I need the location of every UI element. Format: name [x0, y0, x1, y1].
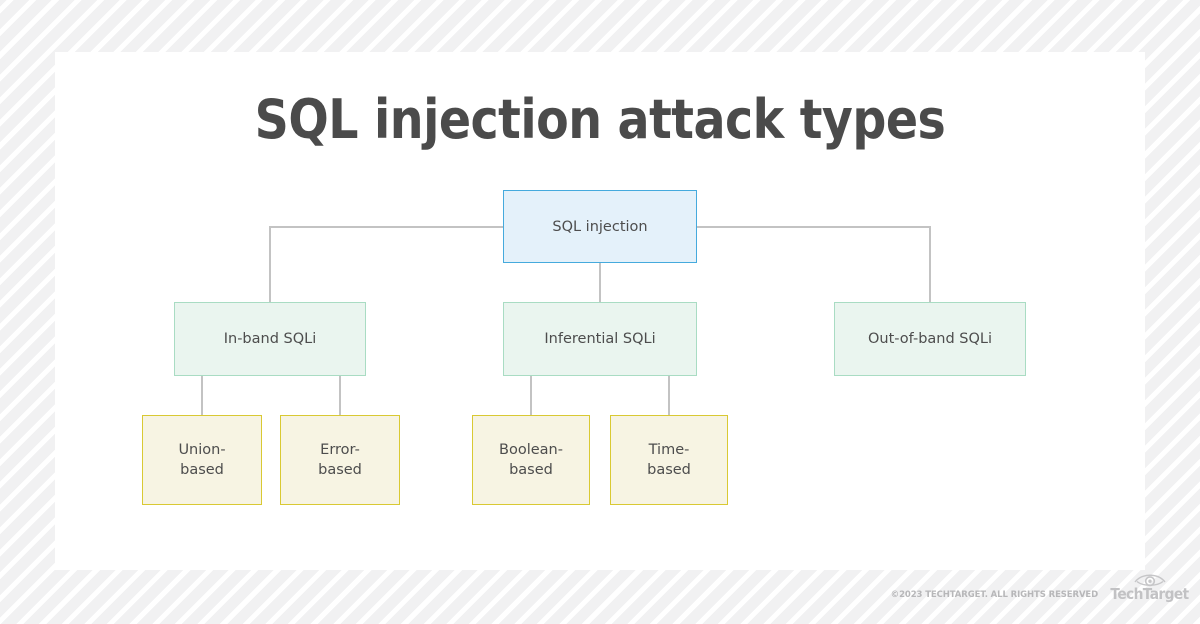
connector-root-to-out-of-band-vertical: [929, 226, 931, 303]
node-in-band-sqli: In-band SQLi: [174, 302, 366, 376]
node-label: Boolean- based: [493, 440, 569, 480]
node-sql-injection: SQL injection: [503, 190, 697, 263]
node-label: SQL injection: [552, 218, 648, 235]
node-label: Error- based: [312, 440, 368, 480]
node-label: Out-of-band SQLi: [867, 331, 993, 347]
connector-root-to-in-band-horizontal: [270, 226, 504, 228]
connector-root-to-inferential: [599, 263, 601, 303]
connector-root-to-in-band-vertical: [269, 226, 271, 303]
connector-inferential-to-boolean-based: [530, 376, 532, 416]
node-time-based: Time- based: [610, 415, 728, 505]
node-error-based: Error- based: [280, 415, 400, 505]
node-label: In-band SQLi: [223, 331, 317, 347]
node-label: Inferential SQLi: [544, 331, 656, 347]
node-label-line1: Error-: [320, 442, 360, 458]
techtarget-wordmark: TechTarget: [1110, 585, 1190, 603]
connector-root-to-out-of-band-horizontal: [696, 226, 931, 228]
copyright-text: ©2023 TECHTARGET. ALL RIGHTS RESERVED: [890, 590, 1099, 600]
node-label-line2: based: [509, 462, 553, 478]
techtarget-logo: TechTarget: [1107, 571, 1192, 602]
connector-inferential-to-time-based: [668, 376, 670, 416]
node-label-line2: based: [318, 462, 362, 478]
node-label-line1: Union-: [178, 442, 226, 458]
node-boolean-based: Boolean- based: [472, 415, 590, 505]
connector-in-band-to-union-based: [201, 376, 203, 416]
node-label-line2: based: [647, 462, 691, 478]
node-inferential-sqli: Inferential SQLi: [503, 302, 697, 376]
connector-in-band-to-error-based: [339, 376, 341, 416]
node-label: Time- based: [641, 440, 697, 480]
node-label-line1: Time-: [648, 442, 690, 458]
eye-icon: [1133, 574, 1166, 587]
node-label-line1: Boolean-: [499, 442, 563, 458]
page-title: SQL injection attack types: [254, 88, 946, 151]
node-union-based: Union- based: [142, 415, 262, 505]
node-label-line2: based: [180, 462, 224, 478]
footer: ©2023 TECHTARGET. ALL RIGHTS RESERVED Te…: [891, 571, 1192, 602]
node-label: Union- based: [172, 440, 231, 480]
node-out-of-band-sqli: Out-of-band SQLi: [834, 302, 1026, 376]
